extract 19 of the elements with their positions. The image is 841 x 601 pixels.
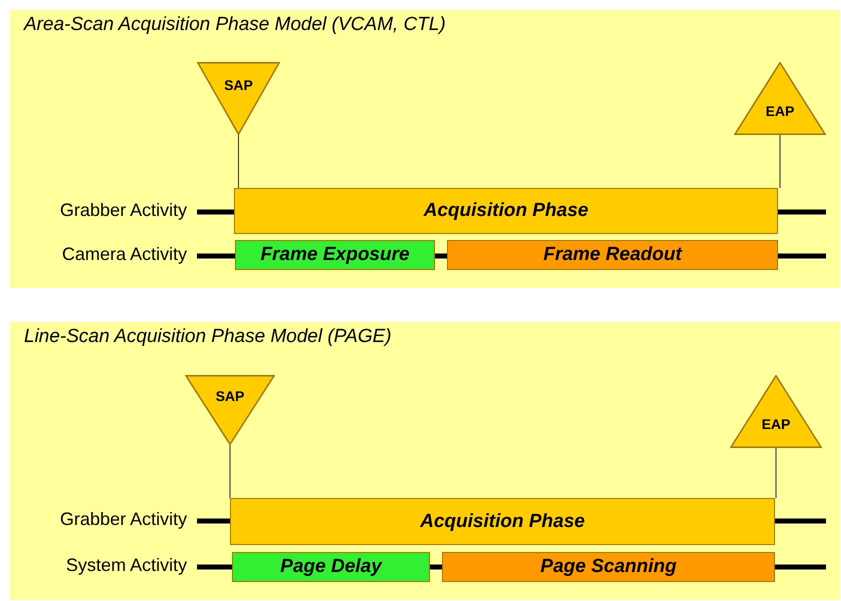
triangle-marker: EAP xyxy=(734,62,826,135)
row-label: Grabber Activity xyxy=(60,200,188,220)
scanning-bar: Page Scanning xyxy=(442,552,775,582)
row-label: System Activity xyxy=(66,554,188,576)
panel-background xyxy=(10,322,840,600)
panel-background xyxy=(10,10,840,288)
connector-line xyxy=(238,134,239,188)
delay-bar: Page Delay xyxy=(232,552,430,582)
phase-bar: Acquisition Phase xyxy=(234,188,778,234)
triangle-marker: SAP xyxy=(185,375,275,445)
row-label: Grabber Activity xyxy=(60,508,188,530)
exposure-bar: Frame Exposure xyxy=(235,240,435,270)
panel-title: Line-Scan Acquisition Phase Model (PAGE) xyxy=(24,326,392,348)
triangle-marker: EAP xyxy=(730,375,822,448)
phase-bar: Acquisition Phase xyxy=(230,498,775,545)
triangle-marker: SAP xyxy=(197,62,280,135)
row-label: Camera Activity xyxy=(62,244,188,264)
panel-title: Area-Scan Acquisition Phase Model (VCAM, CTL) xyxy=(24,14,446,36)
readout-bar: Frame Readout xyxy=(447,240,778,270)
